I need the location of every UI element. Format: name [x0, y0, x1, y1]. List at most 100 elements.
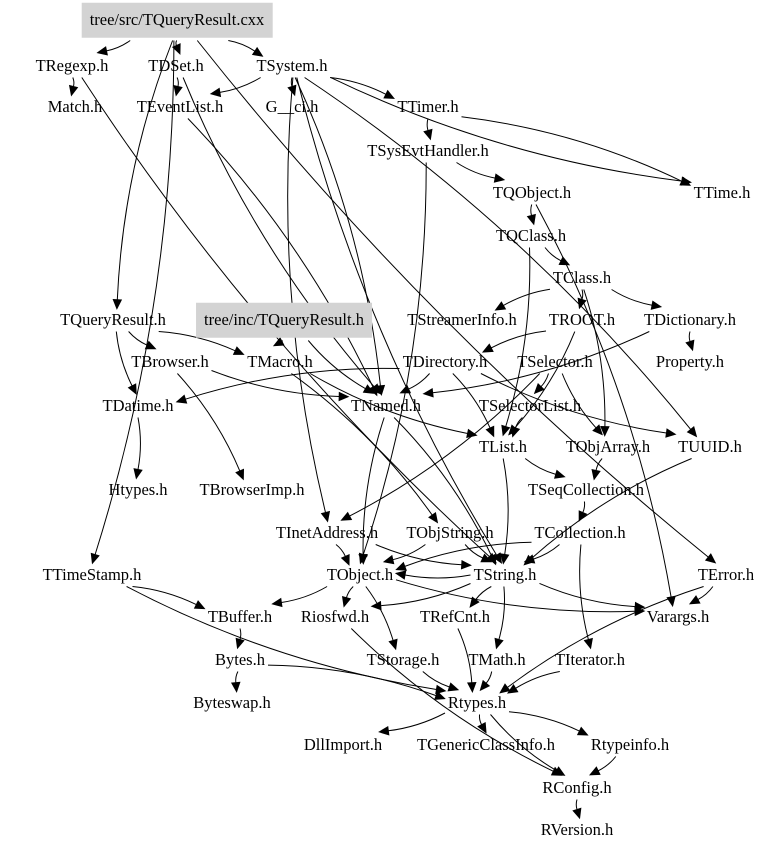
arrowhead-icon	[523, 554, 535, 566]
node-tsysevthandler[interactable]: TSysEvtHandler.h	[367, 140, 489, 160]
node-tqclass[interactable]: TQClass.h	[495, 225, 567, 245]
edge-tsystem-to-teventlist	[219, 77, 261, 93]
node-tbuffer[interactable]: TBuffer.h	[207, 606, 273, 626]
node-tdictionary[interactable]: TDictionary.h	[644, 309, 736, 329]
edge-ttimestamp-to-rtypes	[126, 586, 437, 690]
node-tsystem[interactable]: TSystem.h	[256, 55, 328, 75]
edge-tcollection-to-tobject	[404, 541, 532, 567]
node-match[interactable]: Match.h	[47, 96, 103, 116]
node-rtypes[interactable]: Rtypes.h	[447, 692, 507, 712]
node-tqueryresult[interactable]: TQueryResult.h	[60, 309, 166, 329]
edge-tdictionary-to-tnamed	[432, 331, 650, 394]
edge-tqobject-to-tqclass	[530, 204, 533, 216]
arrowhead-icon	[480, 553, 493, 563]
arrowhead-icon	[378, 725, 390, 736]
node-root[interactable]: tree/src/TQueryResult.cxx	[81, 2, 273, 38]
arrowhead-icon	[358, 553, 368, 565]
node-tdatime[interactable]: TDatime.h	[102, 395, 174, 415]
node-ttimestamp[interactable]: TTimeStamp.h	[42, 564, 142, 584]
node-incqueryresult[interactable]: tree/inc/TQueryResult.h	[196, 302, 372, 338]
arrowhead-icon	[485, 425, 495, 438]
node-riosfwd[interactable]: Riosfwd.h	[300, 606, 370, 626]
node-bytes[interactable]: Bytes.h	[215, 649, 265, 669]
arrowhead-icon	[526, 213, 536, 226]
edge-tsystem-to-ttimer	[330, 77, 387, 95]
edge-tobject-to-tstorage	[365, 586, 394, 641]
node-rconfig[interactable]: RConfig.h	[542, 777, 612, 797]
node-tinetaddress[interactable]: TInetAddress.h	[275, 522, 379, 542]
node-tobject[interactable]: TObject.h	[326, 564, 394, 584]
node-dllimport[interactable]: DllImport.h	[303, 734, 383, 754]
node-rtypeinfo[interactable]: Rtypeinfo.h	[590, 734, 670, 754]
arrowhead-icon	[492, 552, 503, 564]
edge-rtypes-to-dllimport	[388, 712, 446, 732]
node-tstring[interactable]: TString.h	[473, 564, 537, 584]
edge-root-to-tdset	[175, 40, 178, 46]
edge-tsysevthandler-to-tobject	[362, 162, 427, 555]
edge-ttimer-to-ttime	[461, 116, 683, 182]
node-tstorage[interactable]: TStorage.h	[366, 649, 440, 669]
node-tobjarray[interactable]: TObjArray.h	[565, 436, 651, 456]
node-byteswap[interactable]: Byteswap.h	[193, 692, 271, 712]
node-tseqcollection[interactable]: TSeqCollection.h	[528, 479, 644, 499]
edge-troot-to-tlist	[514, 331, 576, 429]
node-htypes[interactable]: Htypes.h	[108, 479, 168, 499]
arrowhead-icon	[494, 637, 504, 650]
node-troot[interactable]: TROOT.h	[548, 309, 616, 329]
arrowhead-icon	[650, 300, 663, 310]
node-tqobject[interactable]: TQObject.h	[492, 182, 572, 202]
node-tdset[interactable]: TDSet.h	[148, 55, 204, 75]
arrowhead-icon	[469, 596, 480, 608]
node-ttime[interactable]: TTime.h	[693, 182, 751, 202]
edge-tqclass-to-tclass	[544, 247, 562, 262]
arrowhead-icon	[375, 384, 386, 397]
edge-tstring-to-tmath	[498, 586, 506, 640]
node-ttimer[interactable]: TTimer.h	[397, 96, 459, 116]
edge-root-to-tsystem	[228, 40, 256, 52]
edge-tsysevthandler-to-tqobject	[456, 162, 496, 179]
edge-tdirectory-to-tnamed	[408, 373, 430, 390]
edge-tqueryresult-to-tdatime	[115, 331, 133, 387]
edge-tstring-to-varargs	[539, 582, 636, 608]
node-tbrowser[interactable]: TBrowser.h	[131, 351, 209, 371]
arrowhead-icon	[554, 469, 566, 479]
node-tmath[interactable]: TMath.h	[468, 649, 526, 669]
node-tnamed[interactable]: TNamed.h	[350, 395, 422, 415]
node-tmacro[interactable]: TMacro.h	[247, 351, 313, 371]
node-teventlist[interactable]: TEventList.h	[136, 96, 224, 116]
node-tstreamerinfo[interactable]: TStreamerInfo.h	[407, 309, 517, 329]
arrowhead-icon	[271, 597, 283, 608]
edge-tclass-to-troot	[581, 289, 584, 300]
node-tgenericclassinfo[interactable]: TGenericClassInfo.h	[417, 734, 555, 754]
arrowhead-icon	[193, 600, 206, 610]
arrowhead-icon	[487, 553, 497, 566]
node-gci[interactable]: G__ci.h	[265, 96, 319, 116]
node-tregexp[interactable]: TRegexp.h	[35, 55, 109, 75]
node-tselectorlist[interactable]: TSelectorList.h	[478, 395, 582, 415]
node-varargs[interactable]: Varargs.h	[646, 606, 710, 626]
edge-tuuid-to-tstring	[530, 458, 692, 560]
arrowhead-icon	[477, 721, 487, 734]
edge-root-to-ttimestamp	[94, 40, 175, 555]
edge-troot-to-tdirectory	[490, 330, 547, 349]
arrowhead-icon	[588, 766, 601, 776]
arrowhead-icon	[96, 46, 108, 56]
node-tdirectory[interactable]: TDirectory.h	[402, 351, 488, 371]
node-tuuid[interactable]: TUUID.h	[678, 436, 742, 456]
node-tobjstring[interactable]: TObjString.h	[406, 522, 494, 542]
node-tclass[interactable]: TClass.h	[552, 267, 612, 287]
node-tselector[interactable]: TSelector.h	[517, 351, 593, 371]
node-rversion[interactable]: RVersion.h	[540, 819, 614, 839]
arrowhead-icon	[209, 87, 222, 98]
node-trefcnt[interactable]: TRefCnt.h	[419, 606, 491, 626]
node-property[interactable]: Property.h	[655, 351, 725, 371]
arrowhead-icon	[577, 297, 587, 310]
arrowhead-icon	[533, 383, 545, 395]
node-titerator[interactable]: TIterator.h	[554, 649, 626, 669]
node-tbrowserimp[interactable]: TBrowserImp.h	[199, 479, 305, 499]
node-tlist[interactable]: TList.h	[478, 436, 528, 456]
edge-tdirectory-to-tuuid	[480, 373, 667, 434]
edge-tlist-to-tseqcollection	[524, 458, 556, 475]
node-tcollection[interactable]: TCollection.h	[534, 522, 626, 542]
node-terror[interactable]: TError.h	[697, 564, 755, 584]
